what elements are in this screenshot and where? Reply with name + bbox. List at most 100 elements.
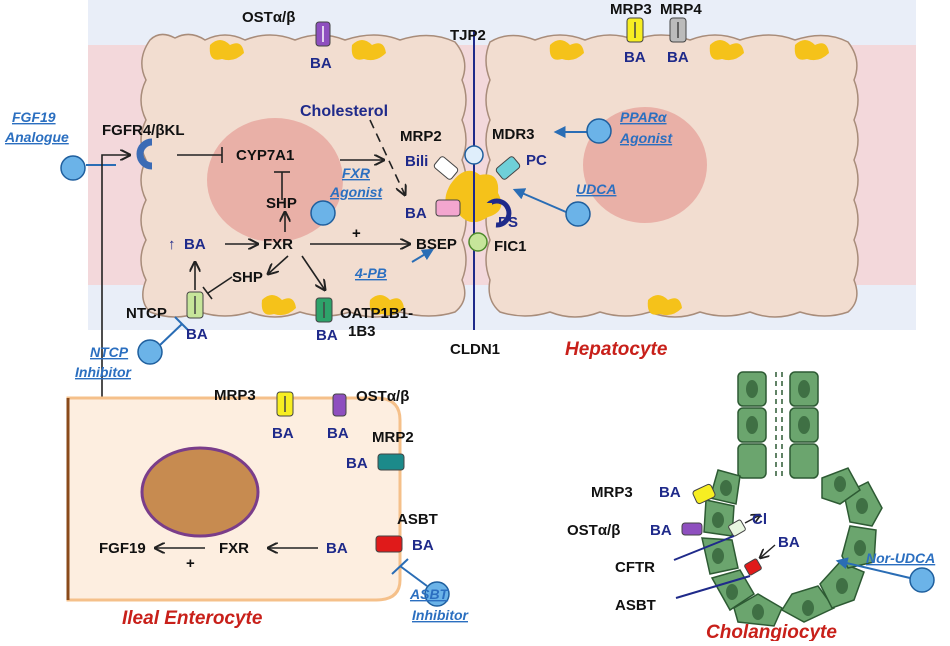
ppar-agonist-label-2: Agonist <box>619 130 673 146</box>
hepatocyte-pathway-arrows <box>177 119 410 300</box>
mrp2-ent-ba: BA <box>346 455 368 472</box>
enterocyte-nucleus <box>140 446 260 538</box>
ost-top-transporter <box>315 21 331 47</box>
mdr3-transporter <box>495 156 521 180</box>
ntcp-inhibitor-label-2: Inhibitor <box>75 364 133 380</box>
cholesterol-label: Cholesterol <box>300 103 388 120</box>
ntcp-inhibitor-line <box>159 323 183 346</box>
fgf19-analogue-drug <box>60 155 86 181</box>
nor-udca-line <box>835 557 911 579</box>
fxr-ent-label: FXR <box>219 540 249 557</box>
asbt-inhibitor-label-2: Inhibitor <box>412 607 470 623</box>
cl-label: Cl <box>752 511 767 528</box>
mrp3-chol-ba: BA <box>659 484 681 501</box>
ost-chol-transporter <box>681 522 703 536</box>
plus-ent: + <box>186 555 195 572</box>
tjp2-junction <box>464 145 484 165</box>
ost-top-ba: BA <box>310 55 332 72</box>
hepatocyte-right-nucleus <box>583 107 707 223</box>
enterocyte-title: Ileal Enterocyte <box>122 608 263 629</box>
ntcp-label: NTCP <box>126 305 167 322</box>
fic1-label: FIC1 <box>494 238 527 255</box>
hepatocyte-region: OSTα/β BA TJP2 MRP3 MRP4 BA BA Cholester… <box>4 0 935 607</box>
cholangiocyte-title: Cholangiocyte <box>706 622 837 641</box>
ba-ntcp-label: BA <box>186 326 208 343</box>
fxr-agonist-label-2: Agonist <box>329 184 383 200</box>
nor-udca-drug <box>909 567 935 593</box>
mrp3-ent-ba: BA <box>272 425 294 442</box>
drug-circles <box>60 118 935 607</box>
asbt-inhibitor-drug <box>424 581 450 607</box>
ost-chol-ba: BA <box>650 522 672 539</box>
enterocyte-region: MRP3 BA OSTα/β BA MRP2 BA ASBT BA BA FXR… <box>66 387 470 629</box>
oatp-transporter <box>315 297 333 323</box>
bsep-label: BSEP <box>416 236 457 253</box>
bili-label: Bili <box>405 153 428 170</box>
mrp4-top-transporter <box>669 17 687 43</box>
bsep-transporter <box>435 199 461 217</box>
mrp3-chol-transporter <box>692 483 716 505</box>
mrp3-top-label: MRP3 <box>610 1 652 18</box>
oatp-label: OATP1B1- <box>340 305 413 322</box>
ntcp-transporter <box>186 291 204 319</box>
asbt-chol-transporter <box>744 558 762 576</box>
pc-label: PC <box>526 152 547 169</box>
ba-oatp-label: BA <box>316 327 338 344</box>
mrp4-top-label: MRP4 <box>660 1 702 18</box>
fxr-agonist-drug <box>310 200 336 226</box>
4pb-label: 4-PB <box>354 265 387 281</box>
mrp4-top-ba: BA <box>667 49 689 66</box>
mrp2-hep-transporter <box>433 156 459 180</box>
ost-chol-label: OSTα/β <box>567 522 620 539</box>
cyp7a1-label: CYP7A1 <box>236 147 294 164</box>
udca-label: UDCA <box>576 181 616 197</box>
fxr-agonist-label-1: FXR <box>342 165 371 181</box>
mrp3-ent-label: MRP3 <box>214 387 256 404</box>
cholangiocyte-nuclei <box>712 380 868 620</box>
oatp-label-2: 1B3 <box>348 323 376 340</box>
mrp2-ent-transporter <box>377 453 405 471</box>
ntcp-inhibitor-drug <box>137 339 163 365</box>
lumen-ba-label: BA <box>326 540 348 557</box>
fgfr4-label: FGFR4/βKL <box>102 122 185 139</box>
asbt-ent-ba: BA <box>412 537 434 554</box>
ost-ent-ba: BA <box>327 425 349 442</box>
mrp3-top-ba: BA <box>624 49 646 66</box>
fgfr4-receptor <box>136 138 153 170</box>
ost-ent-label: OSTα/β <box>356 388 409 405</box>
fxr-hep-label: FXR <box>263 236 293 253</box>
cholangiocyte-pointer-lines <box>673 535 751 599</box>
asbt-ent-label: ASBT <box>397 511 438 528</box>
hepatocyte-left-nucleus <box>207 118 343 242</box>
fic1-transporter <box>468 232 488 252</box>
asbt-ent-transporter <box>375 535 403 553</box>
cftr-label: CFTR <box>615 559 655 576</box>
ntcp-inhibitor-label-1: NTCP <box>90 344 129 360</box>
mrp3-top-transporter <box>626 17 644 43</box>
ba-hep-label: BA <box>184 236 206 253</box>
udca-drug <box>565 201 591 227</box>
cftr-transporter <box>728 519 746 537</box>
mrp2-hep-label: MRP2 <box>400 128 442 145</box>
hepatocyte-title: Hepatocyte <box>565 339 668 360</box>
plus-hep: + <box>352 225 361 242</box>
ost-top-label: OSTα/β <box>242 9 295 26</box>
ba-chol-label: BA <box>778 534 800 551</box>
mdr3-label: MDR3 <box>492 126 535 143</box>
fic1-flippase <box>480 198 512 228</box>
asbt-inhibitor-line <box>399 565 428 587</box>
ba-up-arrow: ↑ <box>168 236 176 253</box>
ppar-agonist-label-1: PPARα <box>620 109 668 125</box>
mrp3-chol-label: MRP3 <box>591 484 633 501</box>
ba-bsep-label: BA <box>405 205 427 222</box>
ppar-agonist-drug <box>586 118 612 144</box>
tjp2-label: TJP2 <box>450 27 486 44</box>
cholangiocyte-region: MRP3 BA OSTα/β BA Cl BA CFTR ASBT Nor-UD… <box>567 371 935 643</box>
mrp3-ent-transporter <box>276 391 294 417</box>
shp-lower-label: SHP <box>232 269 263 286</box>
ost-ent-transporter <box>332 393 347 417</box>
shp-upper-label: SHP <box>266 195 297 212</box>
nor-udca-label: Nor-UDCA <box>866 550 935 566</box>
